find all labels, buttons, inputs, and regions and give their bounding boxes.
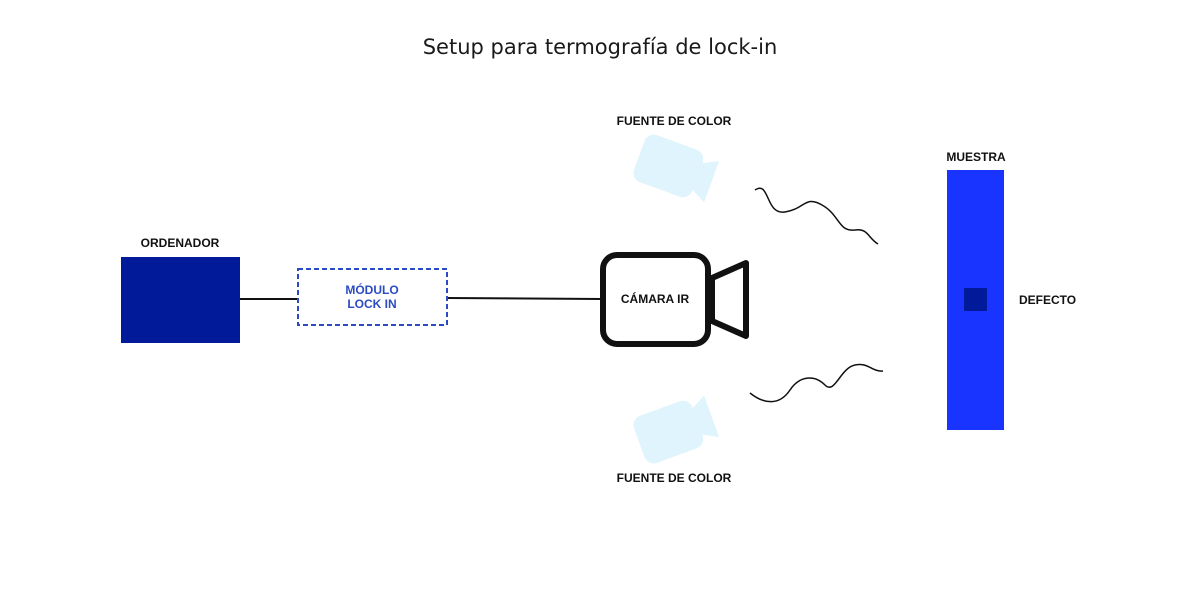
lock-in-module-box (297, 268, 448, 326)
computer-box (121, 257, 240, 343)
ir-camera-body (600, 252, 711, 347)
lock-in-module-label-line1: MÓDULO (345, 282, 398, 297)
defect-square (964, 288, 987, 311)
sample-label: MUESTRA (946, 150, 1006, 164)
light-source-bottom-body (633, 400, 704, 464)
defect-label: DEFECTO (1019, 293, 1076, 307)
lock-in-module-label-line2: LOCK IN (347, 297, 396, 311)
light-source-bottom-label: FUENTE DE COLOR (617, 471, 732, 485)
computer-label: ORDENADOR (141, 236, 220, 250)
wave-top (754, 187, 879, 245)
ir-camera-label: CÁMARA IR (621, 291, 690, 306)
ir-camera-lens (709, 260, 749, 339)
wire-module-to-camera (446, 297, 603, 300)
light-source-top-body (633, 134, 704, 198)
wave-bottom (749, 363, 884, 403)
light-source-top-icon (633, 134, 720, 203)
light-source-bottom-icon (633, 395, 720, 464)
light-source-bottom-lens (689, 395, 720, 437)
ir-camera-icon (600, 252, 749, 347)
diagram-title: Setup para termografía de lock-in (423, 35, 778, 59)
light-source-top-lens (689, 161, 720, 203)
light-source-top-label: FUENTE DE COLOR (617, 114, 732, 128)
